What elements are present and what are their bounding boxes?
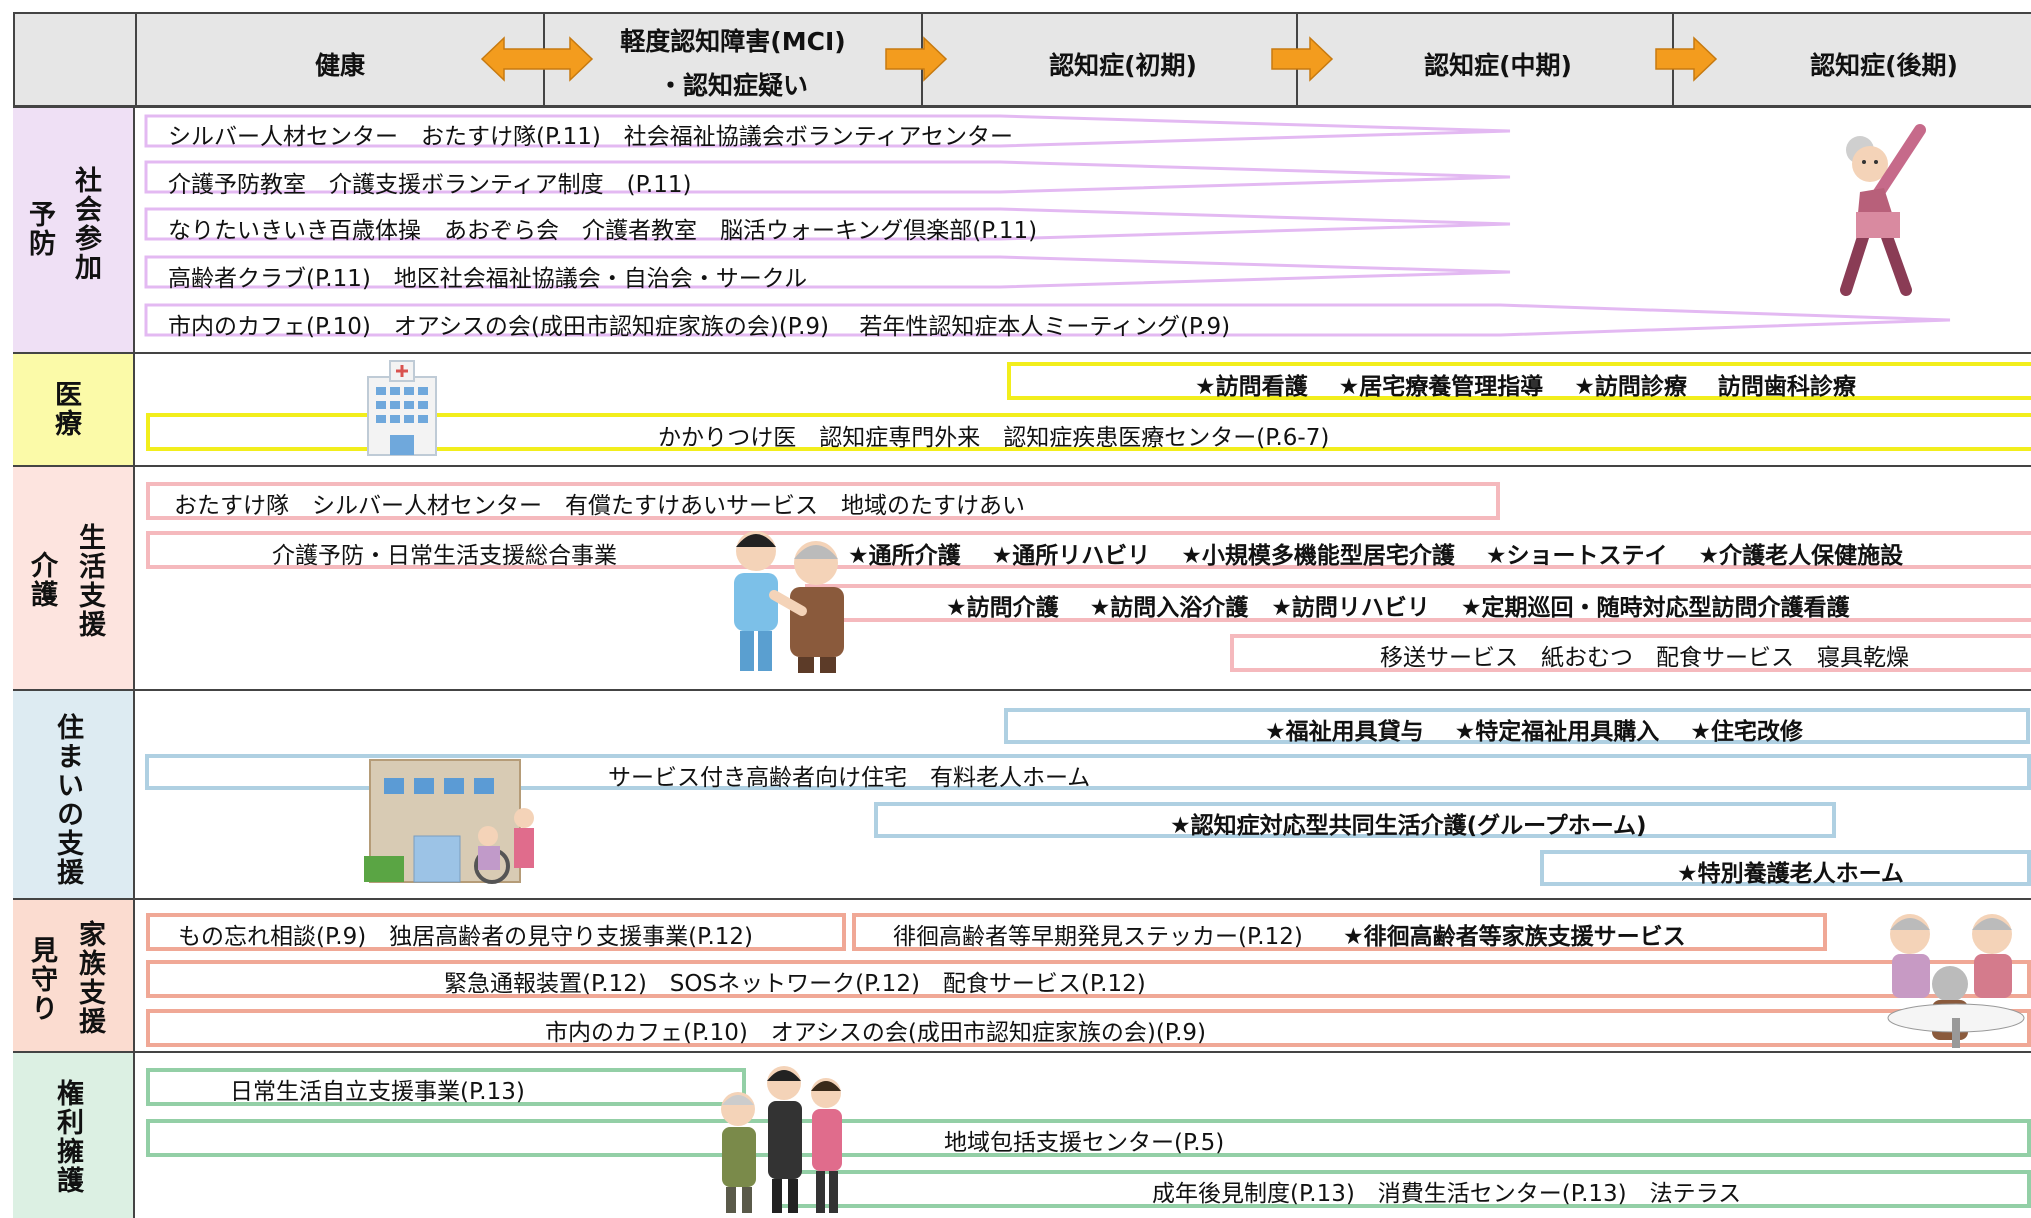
care-bar	[805, 584, 2031, 622]
care-item: 介護予防・日常生活支援総合事業	[272, 543, 617, 569]
housing-bar	[1004, 708, 2030, 744]
prevention-item: 市内のカフェ(P.10) オアシスの会(成田市認知症家族の会)(P.9) 若年性…	[168, 314, 1231, 340]
header-stage-middle: 認知症(中期)	[1296, 12, 1674, 107]
watch-bar	[146, 1009, 2031, 1047]
family-illustration	[721, 1066, 842, 1213]
care-item: ★通所介護 ★通所リハビリ ★小規模多機能型居宅介護 ★ショートステイ ★介護老…	[848, 543, 1904, 569]
watch-item: 緊急通報装置(P.12) SOSネットワーク(P.12) 配食サービス(P.12…	[444, 971, 1146, 997]
section-label-cell: 社会参加 予防	[13, 108, 135, 354]
section-medical: 医療	[13, 352, 2031, 467]
care-home-illustration	[364, 759, 534, 884]
medical-item: ★訪問看護 ★居宅療養管理指導 ★訪問診療 訪問歯科診療	[1195, 374, 1856, 400]
stage-label: 認知症(後期)	[1810, 51, 1958, 80]
section-label: 予防	[24, 200, 55, 258]
medical-item: かかりつけ医 認知症専門外来 認知症疾患医療センター(P.6-7)	[658, 425, 1330, 451]
care-item: ★訪問介護 ★訪問入浴介護 ★訪問リハビリ ★定期巡回・随時対応型訪問介護看護	[946, 595, 1850, 621]
care-item: おたすけ隊 シルバー人材センター 有償たすけあいサービス 地域のたすけあい	[174, 493, 1025, 519]
housing-item: ★福祉用具貸与 ★特定福祉用具購入 ★住宅改修	[1265, 719, 1803, 745]
elders-chatting-illustration	[1887, 914, 2025, 1048]
stage-label: 軽度認知障害(MCI)	[620, 27, 846, 56]
watch-item: 徘徊高齢者等早期発見ステッカー(P.12)	[893, 924, 1303, 950]
care-bar	[146, 482, 1500, 520]
section-care: 生活支援 介護	[13, 465, 2031, 691]
housing-bar	[1540, 850, 2031, 886]
arrow-bar	[144, 160, 1511, 194]
section-label: 家族支援	[74, 920, 105, 1036]
right-arrow-icon	[885, 36, 948, 82]
arrow-bar	[144, 207, 1511, 241]
right-arrow-icon	[1271, 36, 1334, 82]
prevention-item: 高齢者クラブ(P.11) 地区社会福祉協議会・自治会・サークル	[168, 266, 808, 292]
arrow-bar	[144, 303, 1951, 337]
header-stage-health: 健康	[135, 12, 545, 107]
prevention-item: シルバー人材センター おたすけ隊(P.11) 社会福祉協議会ボランティアセンター	[168, 124, 1013, 150]
housing-item: ★認知症対応型共同生活介護(グループホーム)	[1170, 813, 1647, 839]
section-label-cell: 生活支援 介護	[13, 467, 135, 691]
watch-bar	[146, 913, 846, 951]
section-label: 介護	[26, 551, 57, 609]
watch-item: ★徘徊高齢者等家族支援サービス	[1343, 924, 1686, 950]
section-label: 医療	[50, 380, 81, 438]
section-watch: 家族支援 見守り	[13, 898, 2031, 1053]
caregiver-elder-illustration	[734, 531, 844, 673]
rights-bar	[146, 1068, 746, 1106]
rights-item: 成年後見制度(P.13) 消費生活センター(P.13) 法テラス	[1152, 1181, 1742, 1207]
section-housing: 住まいの支援	[13, 689, 2031, 900]
section-label: 権利擁護	[52, 1079, 83, 1195]
watch-bar	[146, 960, 2031, 998]
header-stage-late: 認知症(後期)	[1672, 12, 2031, 107]
section-label: 住まいの支援	[52, 713, 83, 887]
hospital-illustration	[367, 360, 437, 456]
rights-item: 日常生活自立支援事業(P.13)	[230, 1079, 525, 1105]
section-prevention: 社会参加 予防	[13, 106, 2031, 354]
watch-item: もの忘れ相談(P.9) 独居高齢者の見守り支援事業(P.12)	[178, 924, 753, 950]
header-corner	[13, 12, 137, 107]
double-arrow-icon	[480, 36, 594, 82]
care-item: 移送サービス 紙おむつ 配食サービス 寝具乾燥	[1380, 645, 1909, 671]
section-label: 社会参加	[70, 166, 101, 282]
stage-label: ・認知症疑い	[657, 71, 808, 100]
medical-bar	[146, 413, 2031, 451]
right-arrow-icon	[1655, 36, 1718, 82]
medical-bar	[1007, 362, 2031, 400]
prevention-item: 介護予防教室 介護支援ボランティア制度 (P.11)	[168, 172, 692, 198]
housing-item: ★特別養護老人ホーム	[1677, 861, 1904, 887]
rights-bar	[774, 1170, 2031, 1208]
section-label: 生活支援	[74, 523, 105, 639]
care-bar	[146, 531, 2031, 569]
arrow-bar	[144, 114, 1511, 148]
care-bar	[1230, 634, 2031, 672]
section-label-cell: 権利擁護	[13, 1053, 135, 1218]
header-stage-mci: 軽度認知障害(MCI) ・認知症疑い	[543, 12, 923, 107]
rights-item: 地域包括支援センター(P.5)	[944, 1130, 1225, 1156]
exercise-elder-illustration	[1840, 124, 1926, 296]
prevention-item: なりたいきいき百歳体操 あおぞら会 介護者教室 脳活ウォーキング倶楽部(P.11…	[168, 218, 1038, 244]
rights-bar	[146, 1119, 2031, 1157]
watch-bar	[852, 913, 1827, 951]
housing-item: サービス付き高齢者向け住宅 有料老人ホーム	[608, 765, 1091, 791]
section-label: 見守り	[26, 936, 57, 1023]
arrow-bar	[144, 255, 1511, 289]
stage-label: 認知症(初期)	[1049, 51, 1197, 80]
stage-label: 認知症(中期)	[1424, 51, 1572, 80]
housing-bar	[874, 802, 1836, 838]
section-label-cell: 住まいの支援	[13, 691, 135, 900]
watch-item: 市内のカフェ(P.10) オアシスの会(成田市認知症家族の会)(P.9)	[545, 1020, 1207, 1046]
stage-label: 健康	[314, 51, 365, 80]
section-label-cell: 医療	[13, 354, 135, 467]
section-label-cell: 家族支援 見守り	[13, 900, 135, 1053]
section-rights: 権利擁護	[13, 1051, 2031, 1218]
